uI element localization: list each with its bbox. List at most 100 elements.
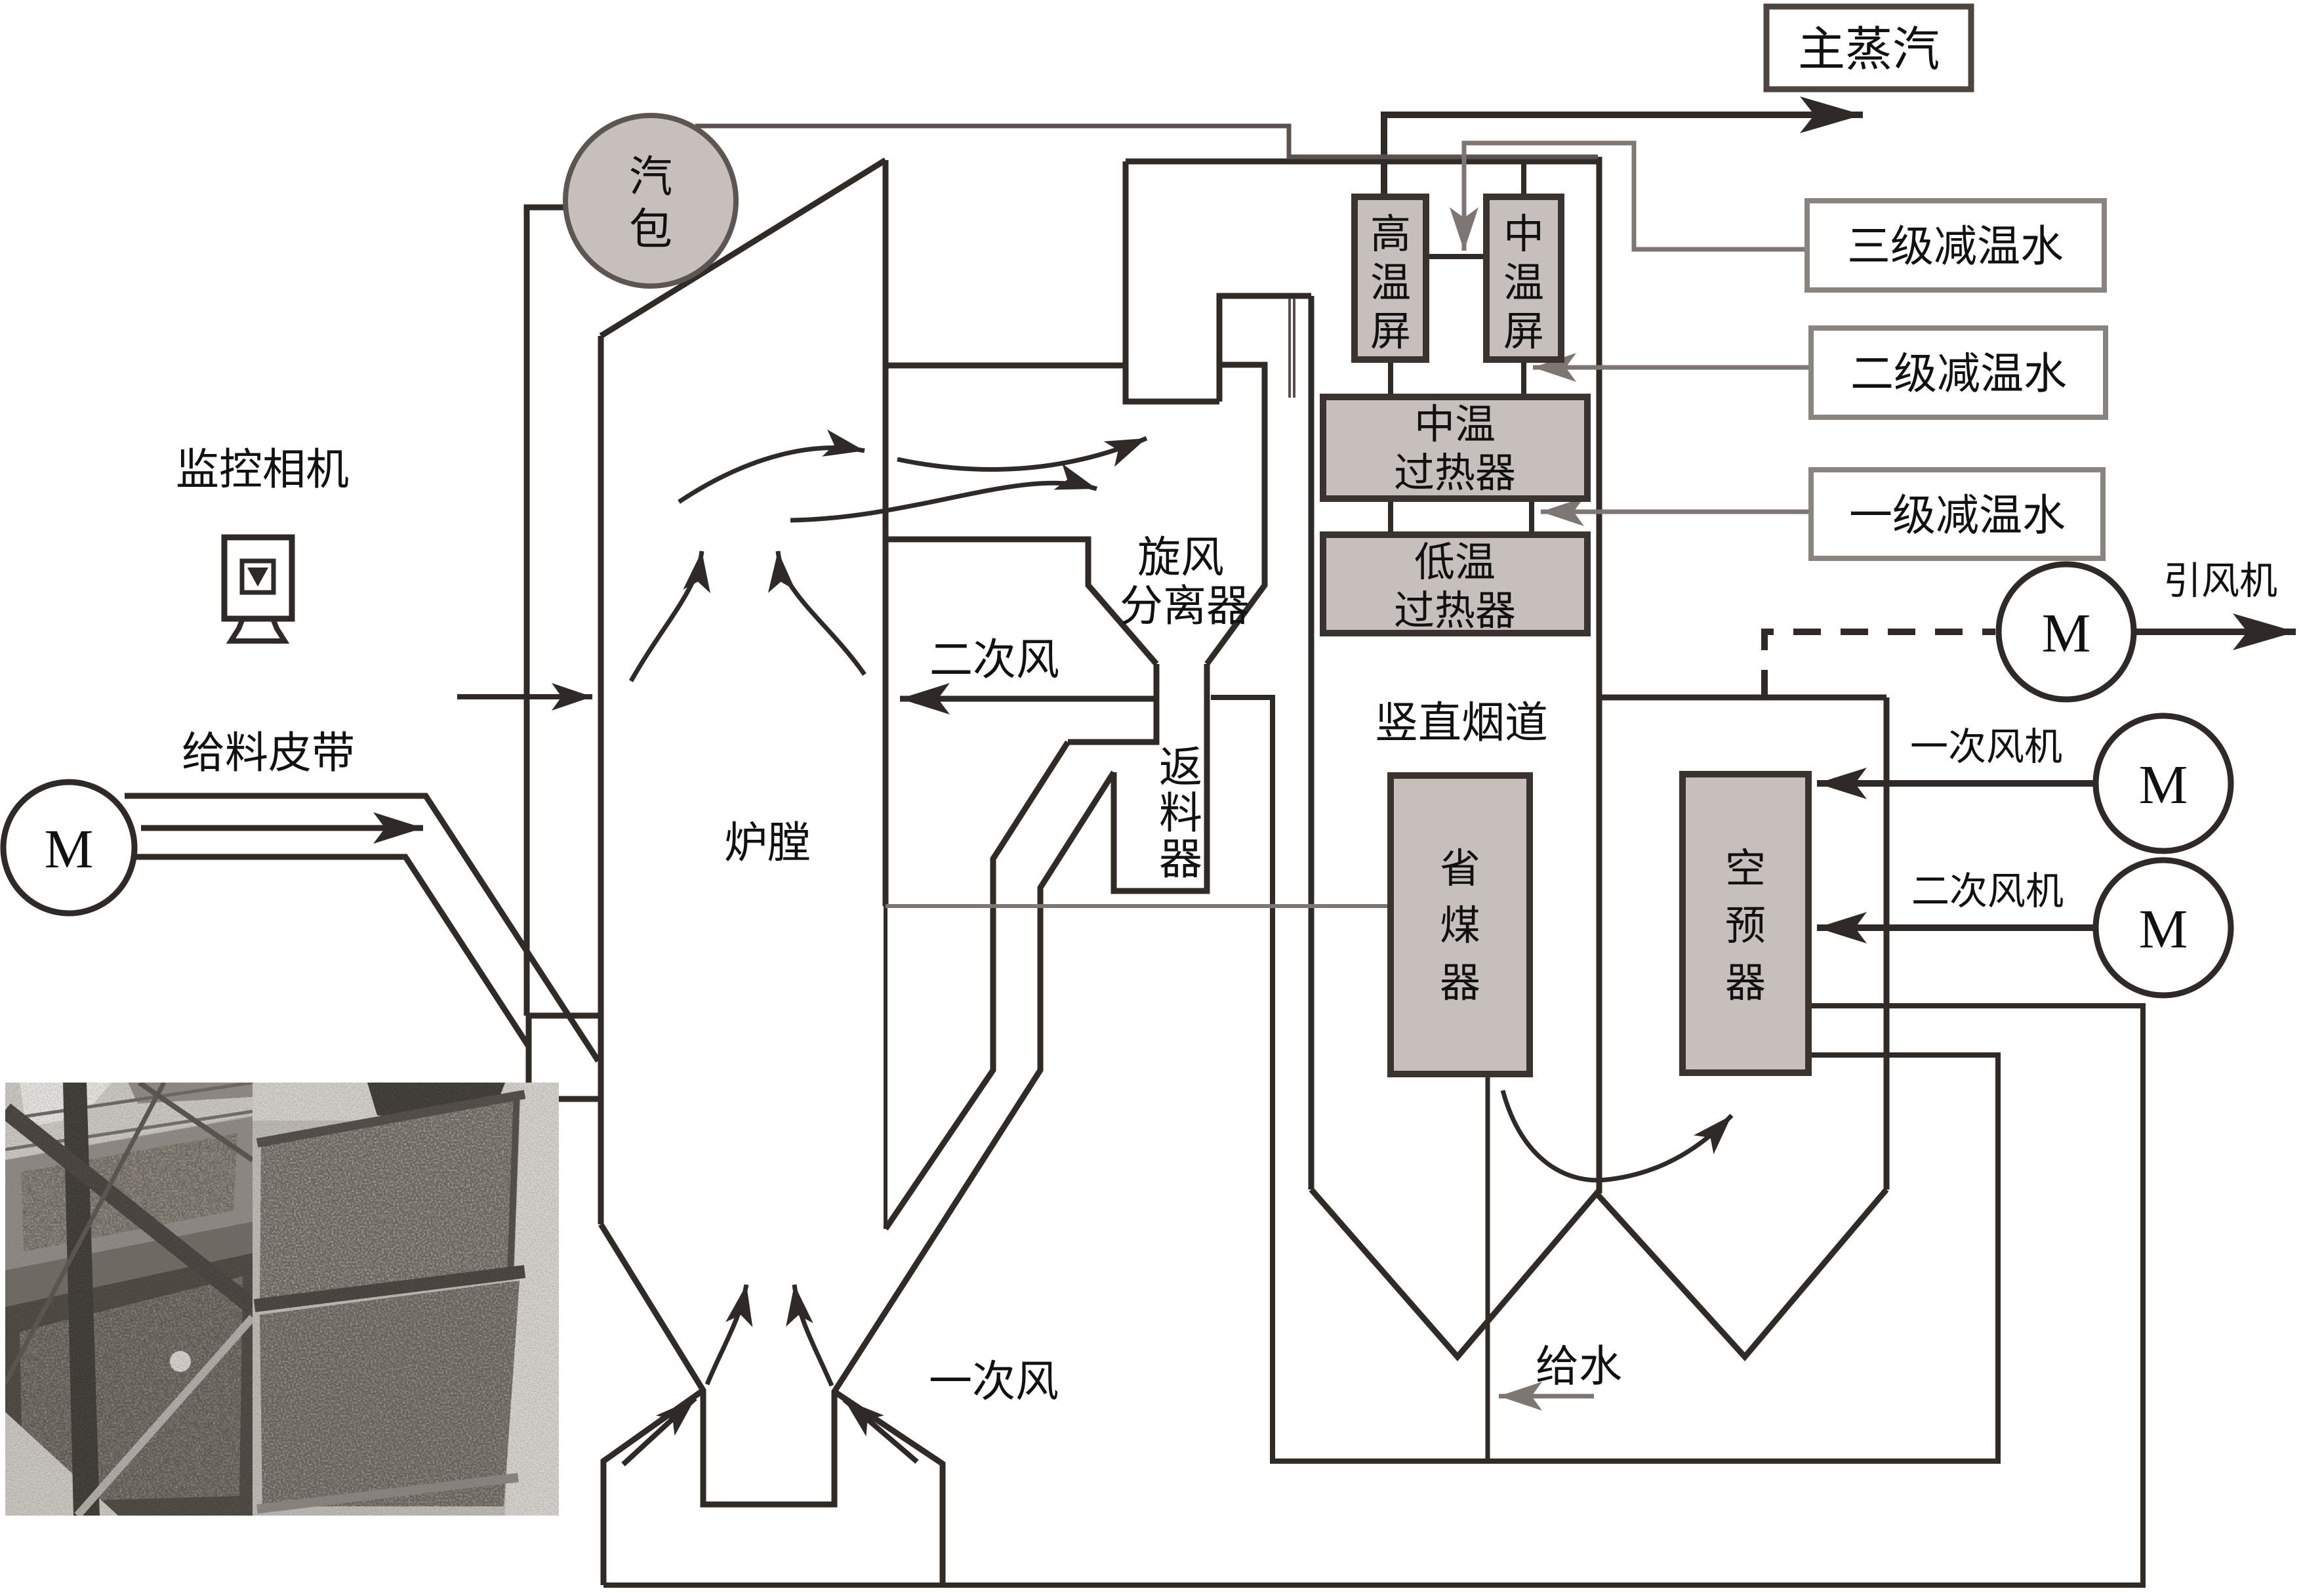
drum-downcomer-line <box>523 204 565 1016</box>
bottom-hoppers <box>1309 1188 1889 1361</box>
flow-arrows <box>141 429 2296 1466</box>
air-preheater-box <box>1679 771 1812 1076</box>
spray2-box <box>1808 325 2108 420</box>
secondary-fan-label: 二次风机 <box>1911 870 2064 913</box>
nozzle-arrow-left <box>704 1284 753 1386</box>
main-steam-label: 主蒸汽 <box>1798 24 1940 76</box>
low-temp-superheater-line-1: 低温 <box>1414 541 1496 585</box>
primary-fan-label: 一次风机 <box>1910 726 2062 768</box>
economizer-char-2: 煤 <box>1440 904 1480 949</box>
mid-temp-superheater-line-1: 中温 <box>1414 403 1496 447</box>
gas-arrow-3 <box>790 463 1098 523</box>
steam-drum-label-1: 汽 <box>629 154 672 201</box>
mid-temp-superheater-line-2: 过热器 <box>1394 451 1516 496</box>
motors <box>0 561 2234 999</box>
camera-lens-frame <box>239 558 276 595</box>
feed-belt-photo <box>5 1083 559 1516</box>
furnace-up-arrow-right <box>767 550 866 676</box>
cyclone-label-1: 旋风 <box>1137 534 1224 582</box>
secondary-air-duct <box>1211 695 2001 1464</box>
main-outlines <box>120 96 2146 1588</box>
id-fan-m: M <box>2042 603 2091 664</box>
camera-label: 监控相机 <box>176 446 349 494</box>
feeder-motor-circle <box>0 779 138 917</box>
furnace-hopper <box>598 1221 945 1508</box>
labels: 汽 包 炉膛 旋风 分离器 返 料 器 高 温 屏 中 温 屏 中温 过热器 低… <box>45 24 2277 1406</box>
primary-air-label: 一次风 <box>929 1358 1059 1406</box>
equipment-boxes <box>1320 194 1812 1077</box>
primary-air-duct <box>603 1003 2146 1588</box>
feeder-motor-m: M <box>45 819 94 880</box>
economizer-box <box>1387 772 1533 1077</box>
steam-drum-label-2: 包 <box>629 206 672 254</box>
economizer-char-1: 省 <box>1440 847 1480 892</box>
high-temp-screen-char-1: 高 <box>1370 213 1411 257</box>
plenum-arrow-left <box>621 1396 697 1466</box>
photo-texture <box>5 1083 559 1516</box>
feed-belt-bottom <box>120 854 531 1048</box>
feed-belt-top <box>125 793 601 1063</box>
furnace-up-arrow-left <box>628 550 710 682</box>
nozzle-arrow-right <box>786 1284 834 1387</box>
air-preheater-char-2: 预 <box>1725 904 1766 949</box>
camera-stand <box>226 617 290 644</box>
spray2-label: 二级减温水 <box>1850 350 2067 398</box>
io-boxes <box>1763 3 2108 561</box>
mid-temp-screen-box <box>1483 194 1564 363</box>
feed-water-label: 给水 <box>1536 1343 1622 1391</box>
cyclone-outlet-inner <box>1204 362 1268 666</box>
spray1-box <box>1808 467 2106 561</box>
dipleg-left <box>1068 664 1160 745</box>
camera-lens-triangle <box>247 568 268 587</box>
spray3-label: 三级减温水 <box>1847 223 2064 271</box>
furnace-label: 炉膛 <box>724 819 811 867</box>
gas-arrow-2 <box>897 436 1148 472</box>
mid-temp-screen-char-1: 中 <box>1503 213 1544 257</box>
mid-temp-screen-char-3: 屏 <box>1503 310 1544 354</box>
high-temp-screen-box <box>1351 194 1429 363</box>
loop-seal-label-3: 器 <box>1159 836 1202 884</box>
main-steam-line <box>1381 96 1863 197</box>
camera-body <box>221 534 295 622</box>
secondary-fan-motor-circle <box>2092 857 2234 999</box>
plenum-arrow-right <box>842 1397 919 1464</box>
return-leg-outer <box>883 740 1070 1231</box>
return-leg-inner <box>940 770 1116 1225</box>
high-temp-screen-char-3: 屏 <box>1370 310 1411 354</box>
feed-belt-label: 给料皮带 <box>182 730 355 777</box>
spray3-box <box>1804 198 2107 293</box>
primary-fan-m: M <box>2139 755 2188 816</box>
cyclone-left-wall <box>1122 161 1219 405</box>
gas-turn-arrow <box>1500 1090 1734 1183</box>
cyclone-label-2: 分离器 <box>1120 583 1250 631</box>
air-preheater-char-3: 器 <box>1725 961 1766 1006</box>
primary-fan-motor-circle <box>2092 713 2234 854</box>
main-steam-box <box>1763 3 1974 93</box>
spray3-pipe <box>1450 140 1807 252</box>
superheater-connectors <box>1388 158 1534 535</box>
drum-steam-pipe <box>695 123 1598 159</box>
loop-seal-box <box>1111 664 1210 894</box>
low-temp-superheater-box <box>1320 531 1591 636</box>
id-fan-dashed-line <box>1761 629 1995 697</box>
high-temp-screen-char-2: 温 <box>1370 261 1411 306</box>
mid-temp-screen-char-2: 温 <box>1503 261 1544 306</box>
id-fan-label: 引风机 <box>2163 560 2277 602</box>
air-preheater-char-1: 空 <box>1725 847 1766 892</box>
mid-temp-superheater-box <box>1320 394 1591 502</box>
spray1-label: 一级减温水 <box>1849 492 2066 540</box>
cyclone-outlet-thin-line <box>1288 299 1295 398</box>
loop-seal-label-1: 返 <box>1159 744 1202 792</box>
secondary-air-label: 二次风 <box>929 636 1059 684</box>
economizer-char-3: 器 <box>1440 961 1480 1006</box>
furnace-walls <box>598 157 889 1224</box>
windbox-right <box>832 1389 946 1585</box>
secondary-fan-m: M <box>2139 899 2188 960</box>
gray-pipes <box>695 123 1811 1411</box>
id-fan-motor-circle <box>1995 561 2137 703</box>
cyclone-inlet-bottom <box>886 536 1159 666</box>
loop-seal-label-2: 料 <box>1159 790 1202 838</box>
gas-arrow-1 <box>678 429 865 504</box>
